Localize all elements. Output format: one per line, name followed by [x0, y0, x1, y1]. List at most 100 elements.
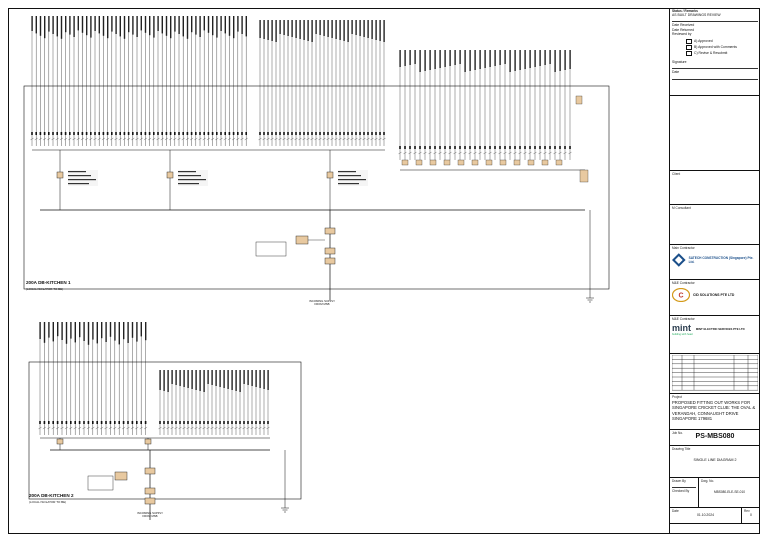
- circuit-label-block: [74, 322, 76, 343]
- breaker-symbol: [161, 132, 163, 135]
- rccb-symbol: [499, 159, 507, 166]
- breaker-symbol: [123, 132, 126, 135]
- circuit-label-block: [114, 322, 116, 341]
- breaker-symbol: [111, 132, 113, 135]
- circuit-label-block: [235, 370, 237, 391]
- breaker-symbol: [182, 132, 184, 135]
- rccb-symbol: [555, 159, 563, 166]
- revision-table: [670, 354, 760, 394]
- breaker-symbol: [48, 132, 50, 135]
- breaker-symbol: [56, 132, 58, 135]
- circuit-label-block: [474, 50, 476, 70]
- breaker-symbol: [267, 132, 269, 135]
- circuit-label-block: [215, 370, 217, 386]
- job-number-panel: Job No. PS-MBS080: [670, 430, 760, 446]
- breaker-symbol: [169, 132, 172, 135]
- breaker-symbol: [140, 132, 142, 135]
- circuit-label-block: [140, 16, 142, 31]
- breaker-symbol: [105, 421, 107, 424]
- breaker-symbol: [454, 146, 456, 149]
- circuit-label-block: [514, 50, 516, 71]
- circuit-label-block: [303, 20, 305, 40]
- drawn-by-label: Drawn By: [672, 479, 686, 483]
- circuit-label-block: [315, 20, 317, 34]
- circuit-label-block: [464, 50, 466, 72]
- breaker-symbol: [43, 132, 46, 135]
- breaker-symbol: [199, 132, 201, 135]
- circuit-label-block: [351, 20, 353, 34]
- breaker-symbol: [190, 132, 193, 135]
- breaker-symbol: [102, 132, 105, 135]
- consultant-label: M Consultant: [672, 206, 691, 210]
- breaker-symbol: [171, 421, 173, 424]
- breaker-symbol: [199, 421, 201, 424]
- circuit-label-block: [489, 50, 491, 67]
- satech-logo-icon: [672, 253, 686, 267]
- meter-symbol: [56, 171, 64, 179]
- circuit-label-block: [479, 50, 481, 69]
- breaker-symbol: [439, 146, 441, 149]
- breaker-symbol: [263, 132, 265, 135]
- circuit-label-block: [559, 50, 561, 71]
- circuit-label-block: [243, 370, 245, 384]
- circuit-label-block: [339, 20, 341, 40]
- circuit-label-block: [167, 370, 169, 392]
- mep-contractor-label: M&E Contractor: [672, 281, 695, 285]
- circuit-label-block: [87, 322, 90, 345]
- circuit-label-block: [247, 370, 249, 385]
- circuit-label-block: [439, 50, 441, 68]
- circuit-label-block: [81, 16, 84, 33]
- circuit-label-block: [263, 370, 265, 389]
- breaker-symbol: [64, 132, 67, 135]
- circuit-label-block: [271, 20, 273, 41]
- circuit-label-block: [355, 20, 357, 35]
- checkbox-approved[interactable]: [686, 39, 692, 44]
- rccb-symbol: [471, 159, 479, 166]
- breaker-symbol: [90, 132, 92, 135]
- circuit-label-block: [267, 370, 269, 390]
- circuit-label-block: [144, 16, 147, 33]
- checkbox-approved-comments[interactable]: [686, 45, 692, 50]
- circuit-label-block: [429, 50, 431, 70]
- circuit-label-block: [140, 322, 142, 337]
- circuit-label-block: [115, 16, 117, 34]
- circuit-label-block: [529, 50, 531, 68]
- breaker-symbol: [96, 421, 98, 424]
- breaker-symbol: [131, 421, 134, 424]
- circuit-label-block: [554, 50, 556, 72]
- board-1-title: 200A DB-KITCHEN 1: [26, 280, 71, 285]
- circuit-label-block: [231, 370, 233, 390]
- breaker-symbol: [81, 132, 84, 135]
- circuit-label-block: [65, 322, 68, 344]
- checkbox-revise[interactable]: [686, 51, 692, 56]
- circuit-label-block: [161, 16, 163, 34]
- breaker-symbol: [464, 146, 466, 149]
- circuit-label-block: [132, 16, 134, 35]
- circuit-label-block: [267, 20, 269, 40]
- rccb-symbol: [443, 159, 451, 166]
- status-line: Date Returned: [672, 27, 695, 32]
- circuit-label-block: [494, 50, 496, 66]
- circuit-label-block: [195, 16, 197, 35]
- circuit-label-block: [331, 20, 333, 38]
- breaker-symbol: [119, 132, 121, 135]
- breaker-symbol: [144, 132, 147, 135]
- circuit-label-block: [319, 20, 321, 35]
- circuit-label-block: [327, 20, 329, 37]
- ma-contractor-label: M&E Contractor: [672, 317, 695, 321]
- breaker-symbol: [414, 146, 416, 149]
- circuit-label-block: [86, 16, 88, 36]
- checked-by-label: Checked By: [672, 489, 690, 493]
- circuit-label-block: [92, 322, 94, 340]
- circuit-label-block: [199, 370, 201, 391]
- circuit-label-block: [195, 370, 197, 390]
- breaker-symbol: [122, 421, 125, 424]
- breaker-symbol: [52, 421, 54, 424]
- circuit-label-block: [52, 322, 54, 342]
- status-label: Status / Remarks: [672, 9, 698, 13]
- circuit-label-block: [191, 16, 193, 33]
- breaker-symbol: [224, 132, 226, 135]
- circuit-label-block: [186, 16, 189, 39]
- main-contractor-label: Main Contractor: [672, 246, 695, 250]
- circuit-label-block: [96, 322, 98, 344]
